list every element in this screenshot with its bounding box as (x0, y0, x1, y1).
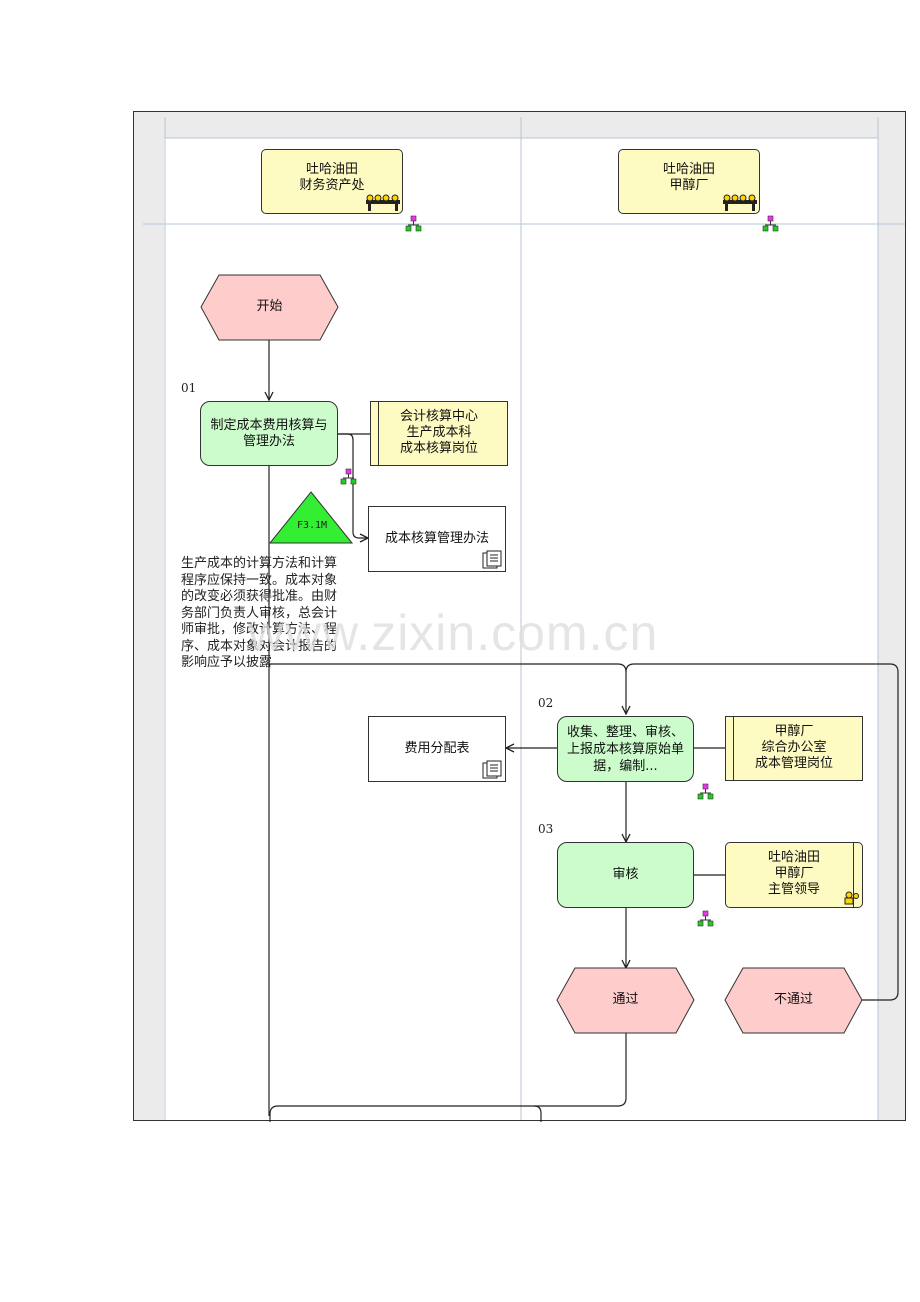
org-chart-icon[interactable] (762, 215, 780, 233)
role-line: 成本管理岗位 (754, 756, 833, 771)
step-number-02: 02 (538, 696, 554, 710)
group-icon (723, 194, 757, 211)
lane-header-line2: 财务资产处 (299, 178, 365, 193)
edge-fail-loop (625, 663, 899, 1001)
lane-header-line1: 吐哈油田 (662, 162, 715, 177)
step-01-process[interactable]: 制定成本费用核算与管理办法 (200, 401, 338, 466)
system-label: F3.1M (296, 520, 328, 531)
top-margin-strip (134, 112, 905, 138)
step-number-01: 01 (181, 381, 197, 395)
lane-header-line2: 甲醇厂 (669, 178, 709, 193)
edge-pass-down (269, 1033, 627, 1122)
org-chart-icon[interactable] (340, 468, 358, 486)
edge-to-step02 (269, 663, 626, 714)
diagram-frame (133, 111, 906, 1121)
step-03-label: 审核 (612, 867, 639, 882)
edge-step01-doc (338, 433, 368, 538)
person-icon (844, 891, 859, 905)
event-start-label: 开始 (256, 299, 283, 314)
step-number-03: 03 (538, 822, 554, 836)
document-icon (482, 550, 502, 569)
doc-cost-allocation-label: 费用分配表 (404, 741, 470, 756)
edge-pass-branch (533, 1105, 542, 1122)
org-chart-icon[interactable] (697, 783, 715, 801)
doc-cost-method[interactable]: 成本核算管理办法 (368, 506, 506, 572)
role-line: 成本核算岗位 (399, 441, 478, 456)
step-02-process[interactable]: 收集、整理、审核、上报成本核算原始单据，编制... (557, 716, 694, 782)
event-fail-label: 不通过 (773, 992, 813, 1007)
org-chart-icon[interactable] (405, 215, 423, 233)
doc-cost-allocation[interactable]: 费用分配表 (368, 716, 506, 782)
group-icon (366, 194, 400, 211)
role-line: 综合办公室 (761, 740, 827, 755)
role-line: 生产成本科 (406, 425, 472, 440)
role-bar (733, 717, 734, 780)
role-line: 甲醇厂 (774, 866, 814, 881)
role-line: 主管领导 (767, 882, 820, 897)
step-03-role[interactable]: 吐哈油田 甲醇厂 主管领导 (725, 842, 863, 908)
step-02-role[interactable]: 甲醇厂 综合办公室 成本管理岗位 (725, 716, 863, 781)
step-02-label: 收集、整理、审核、上报成本核算原始单据，编制... (566, 724, 684, 774)
event-start[interactable] (200, 274, 339, 341)
step-01-role[interactable]: 会计核算中心 生产成本科 成本核算岗位 (370, 401, 508, 466)
role-line: 吐哈油田 (767, 850, 820, 865)
right-margin-strip (878, 112, 905, 1120)
system-triangle[interactable] (268, 491, 354, 544)
org-chart-icon[interactable] (697, 910, 715, 928)
role-bar (378, 402, 379, 465)
step-03-process[interactable]: 审核 (557, 842, 694, 908)
event-pass-label: 通过 (612, 992, 639, 1007)
event-fail[interactable] (724, 967, 863, 1034)
role-line: 甲醇厂 (774, 724, 814, 739)
role-bar (853, 843, 854, 907)
event-pass[interactable] (556, 967, 695, 1034)
role-line: 会计核算中心 (399, 409, 478, 424)
step-01-label: 制定成本费用核算与管理办法 (210, 417, 328, 449)
left-margin-strip (134, 112, 164, 1120)
watermark: www.zixin.com.cn (247, 605, 659, 661)
step-01-note: 生产成本的计算方法和计算程序应保持一致。成本对象的改变必须获得批准。由财务部门负… (181, 556, 338, 670)
doc-cost-method-label: 成本核算管理办法 (384, 531, 489, 546)
document-icon (482, 760, 502, 779)
lane-header-line1: 吐哈油田 (305, 162, 358, 177)
